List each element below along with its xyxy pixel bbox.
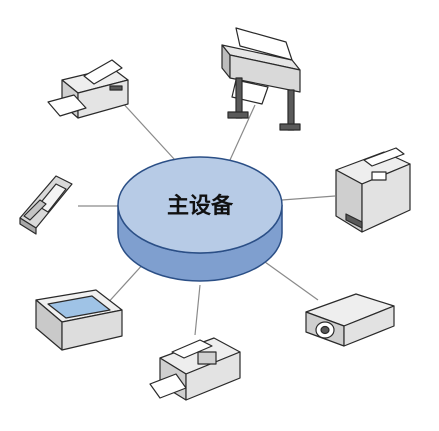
printer-icon: [47, 59, 129, 119]
connector-mfp: [281, 195, 336, 201]
connector-scanner: [104, 261, 146, 307]
hub-cylinder: 主设备: [117, 156, 283, 282]
connector-projector: [264, 261, 319, 301]
hub-top: [117, 156, 283, 254]
multifunction-printer-icon: [335, 147, 411, 233]
flatbed-scanner-icon: [35, 289, 123, 351]
connector-plotter: [229, 104, 256, 161]
plotter-icon: [221, 27, 301, 131]
hub-label: 主设备: [167, 193, 234, 219]
connector-fax: [194, 284, 201, 336]
fax-machine-icon: [149, 337, 241, 401]
projector-icon: [305, 293, 395, 347]
connector-lines: [78, 99, 336, 336]
connector-printer: [119, 99, 176, 161]
mobile-phone-icon: [19, 175, 73, 235]
